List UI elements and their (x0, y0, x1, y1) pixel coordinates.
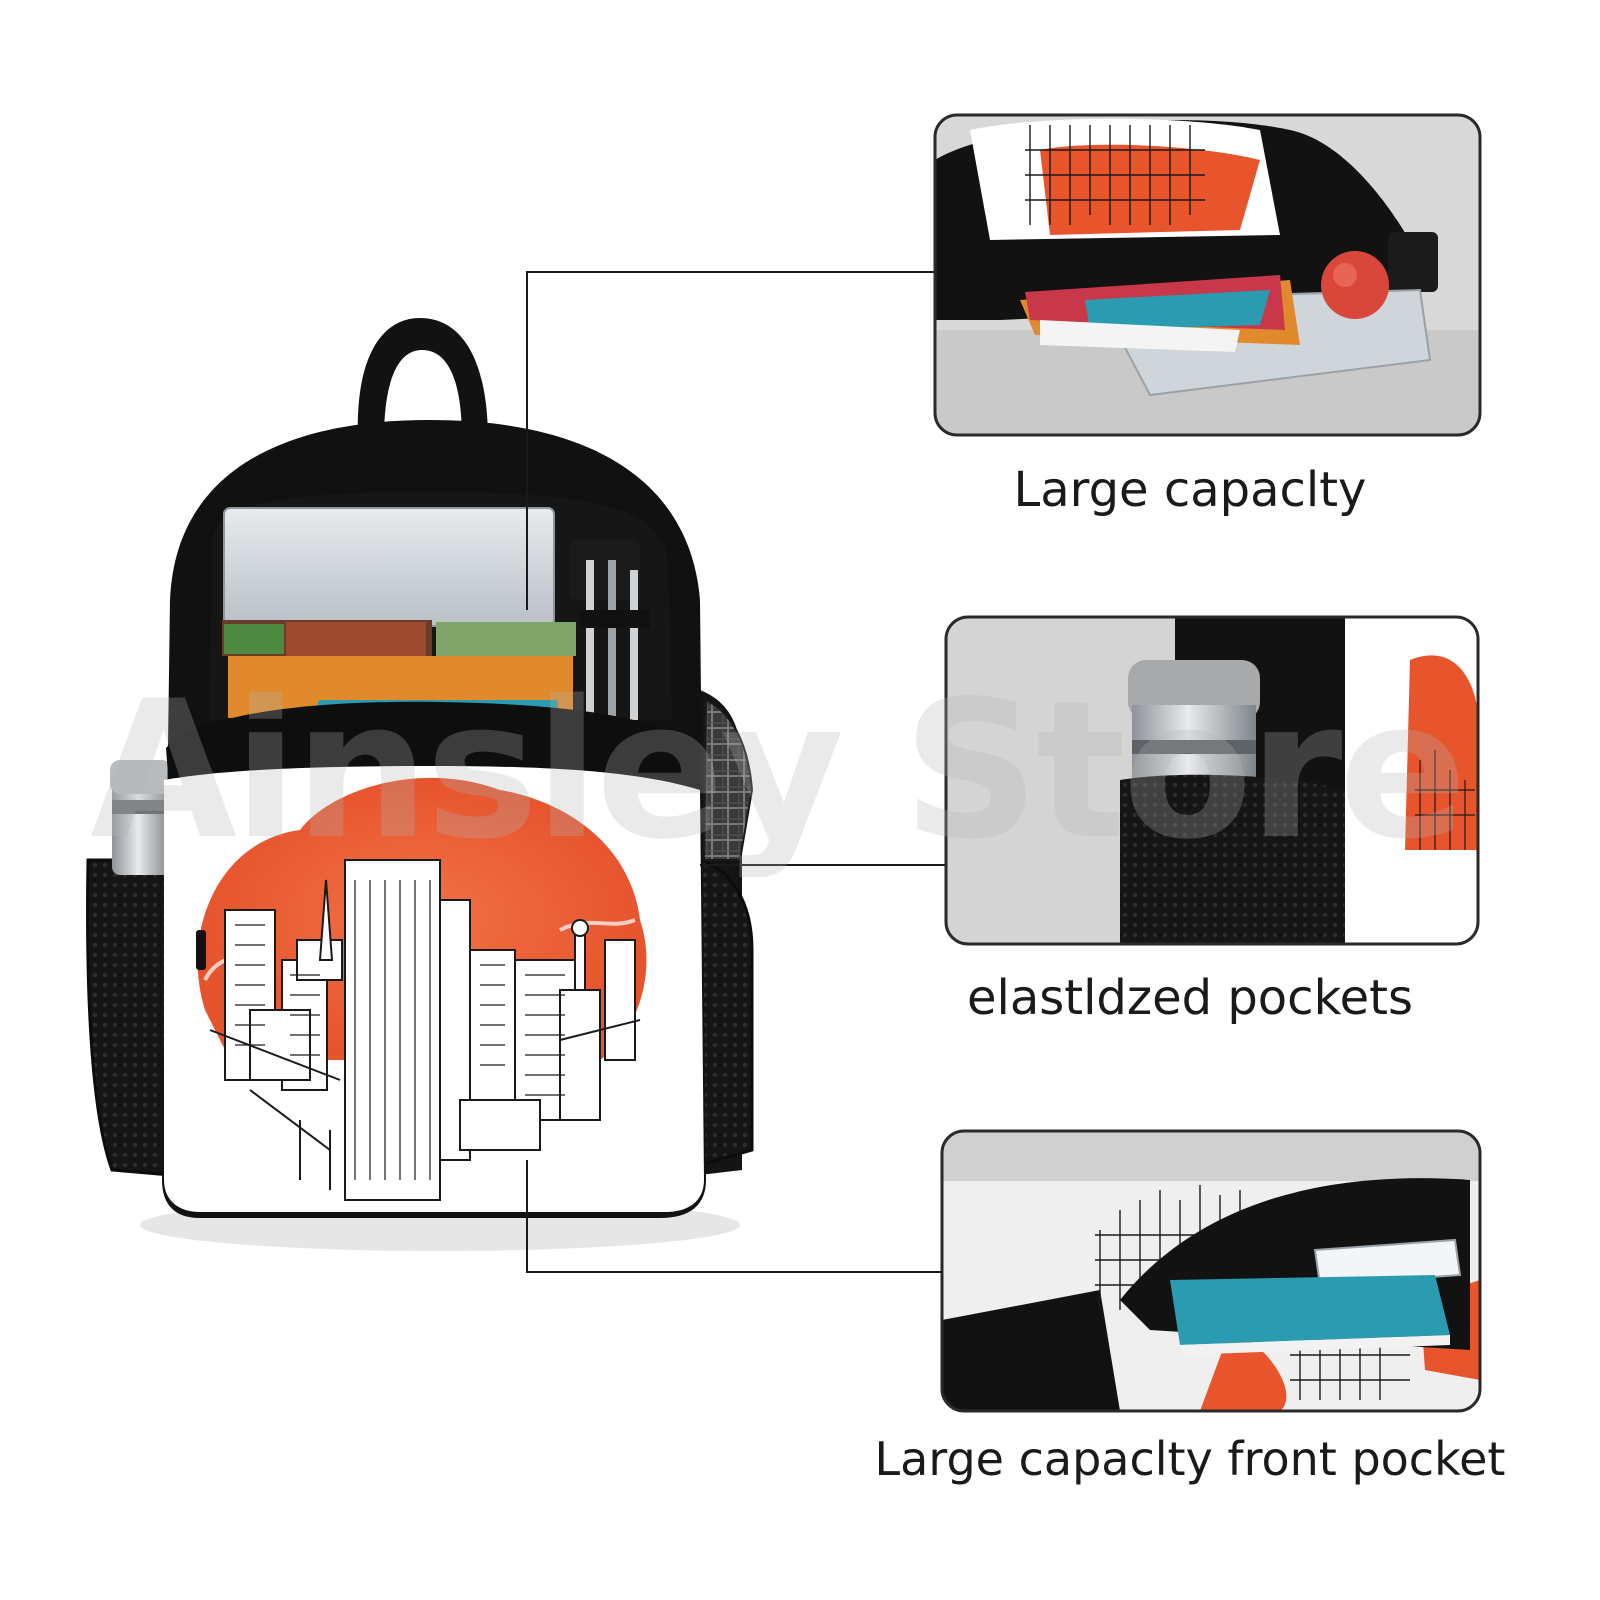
detail-panel-front-pocket (940, 1129, 1482, 1413)
backpack-main (86, 318, 754, 1251)
detail-panel-pockets (944, 615, 1480, 946)
skyline-windows (235, 880, 565, 1180)
caption-front-pocket: Large capaclty front pocket (874, 1432, 1506, 1486)
detail-panel-capacity (933, 113, 1482, 437)
callout-connectors (526, 271, 993, 1273)
city-skyline-art (209, 859, 641, 1201)
caption-elasticized-pockets: elastldzed pockets (966, 970, 1414, 1026)
caption-large-capacity: Large capaclty (1013, 462, 1367, 518)
